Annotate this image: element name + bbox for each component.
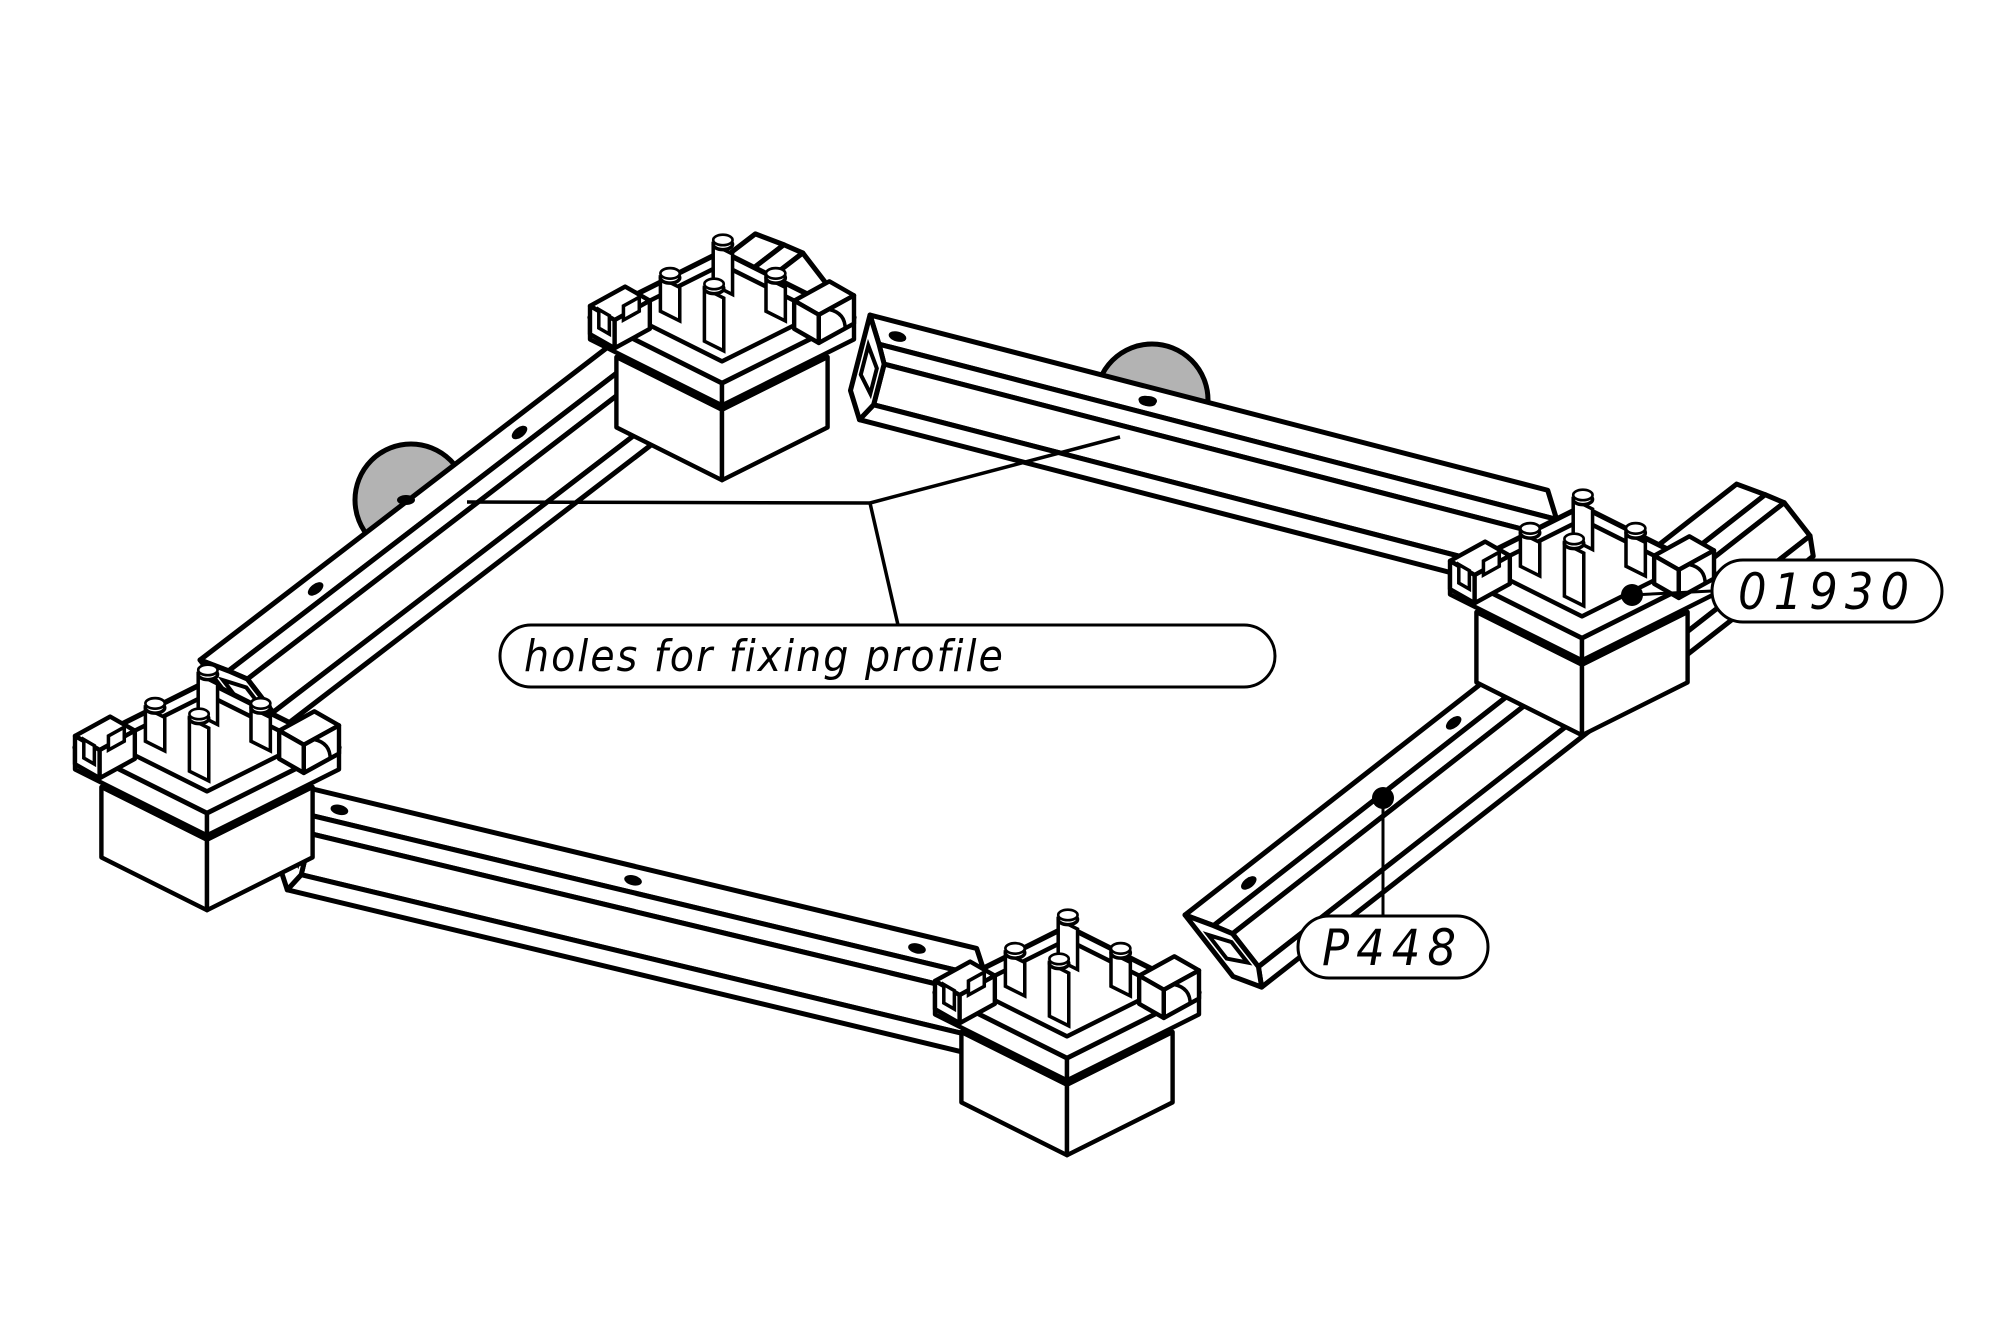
beam-hole	[307, 582, 324, 596]
anchor-dots-layer	[1372, 584, 1643, 809]
anchor-01930	[1621, 584, 1643, 606]
leader-lines-layer	[466, 435, 1713, 916]
beam-hole	[330, 804, 349, 816]
beam-hole	[908, 943, 926, 954]
leader-01930	[1631, 589, 1713, 597]
callout-label: P448	[1322, 919, 1463, 977]
callout-label: 01930	[1738, 563, 1916, 621]
callout-label: holes for fixing profile	[524, 631, 1005, 682]
beam-hole	[1445, 716, 1462, 730]
callout-box	[1710, 558, 1944, 624]
callout-part-01930[interactable]: 01930	[1710, 558, 1944, 624]
beam-hole	[1241, 876, 1257, 890]
beam-hole	[624, 875, 642, 886]
leader-holes-left	[466, 500, 871, 505]
leader-holes-right	[869, 435, 1121, 505]
beam-upper-left[interactable]	[200, 218, 839, 742]
callout-holes-for-fixing-profile[interactable]: holes for fixing profile	[498, 623, 1277, 689]
beam-hole	[888, 331, 907, 342]
callout-box	[498, 623, 1277, 689]
callout-box	[1296, 914, 1490, 980]
callout-part-p448[interactable]: P448	[1296, 914, 1490, 980]
hole-top-beam	[1139, 396, 1157, 406]
leader-holes-down	[868, 502, 900, 626]
hole-markers-layer	[397, 396, 1157, 505]
hole-left-beam	[397, 495, 415, 505]
beam-hole	[511, 425, 528, 440]
anchor-p448	[1372, 787, 1394, 809]
beam-lower-left[interactable]	[272, 785, 1002, 1056]
